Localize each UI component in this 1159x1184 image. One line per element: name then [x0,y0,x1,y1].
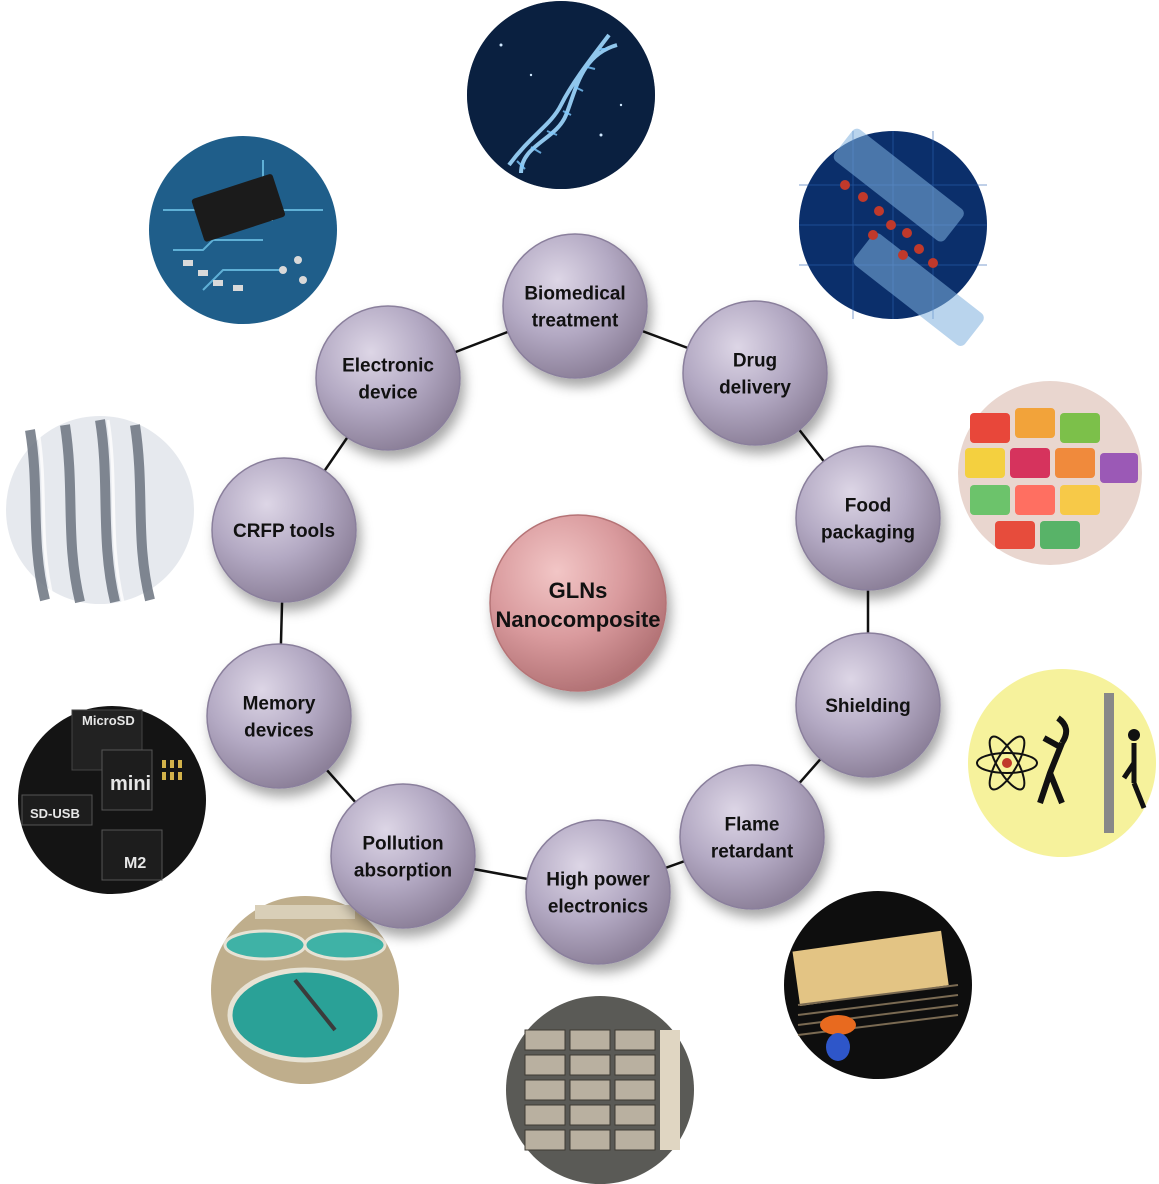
m2-label: M2 [124,855,146,872]
application-node-highpower: High power electronics [525,819,671,965]
application-label-flame-line1: Flame [725,815,780,836]
application-node-drug: Drug delivery [682,300,828,446]
application-node-crfp: CRFP tools [211,457,357,603]
drug-molecules-image [799,128,987,346]
application-label-pollution-line2: absorption [354,861,452,882]
application-node-circle [206,643,352,789]
application-label-electronic-line2: device [358,383,417,404]
dna-helix-image [467,1,655,189]
sdusb-label: SD-USB [30,806,80,821]
application-node-shielding: Shielding [795,632,941,778]
application-label-highpower-line1: High power [546,870,650,891]
server-rack-image [506,996,694,1184]
microsd-label: MicroSD [82,713,135,728]
application-label-crfp-line1: CRFP tools [233,521,335,542]
carbon-fiber-image [6,416,194,604]
application-label-drug-line1: Drug [733,351,777,372]
center-node [489,514,667,692]
application-label-biomedical-line2: treatment [532,311,619,332]
application-node-circle [795,445,941,591]
application-node-circle [211,457,357,603]
center-title-line2: Nanocomposite [495,607,660,632]
mini-label: mini [110,773,151,795]
application-label-flame-line2: retardant [711,842,794,863]
water-treatment-image [211,896,399,1084]
application-label-food-line1: Food [845,496,891,517]
application-label-pollution-line1: Pollution [362,834,443,855]
memory-card-image: MicroSD mini SD-USB M2 [18,706,206,894]
application-node-electronic: Electronic device [315,305,461,451]
application-label-highpower-line2: electronics [548,897,648,918]
packaged-produce-image [958,381,1142,565]
application-node-circle [795,632,941,778]
atom-shield-image [968,669,1156,857]
application-node-flame: Flame retardant [679,764,825,910]
circuit-board-image [149,136,337,324]
application-node-circle [682,300,828,446]
application-label-drug-line2: delivery [719,378,791,399]
application-node-circle [679,764,825,910]
application-node-pollution: Pollution absorption [330,783,476,929]
application-node-biomedical: Biomedical treatment [502,233,648,379]
application-label-biomedical-line1: Biomedical [524,284,625,305]
application-label-shielding-line1: Shielding [825,696,911,717]
application-node-memory: Memory devices [206,643,352,789]
application-node-food: Food packaging [795,445,941,591]
center-title-line1: GLNs [549,578,608,603]
application-node-circle [330,783,476,929]
application-node-circle [502,233,648,379]
application-label-food-line2: packaging [821,523,915,544]
burning-foam-image [784,891,972,1079]
application-label-memory-line1: Memory [243,694,316,715]
application-label-memory-line2: devices [244,721,314,742]
application-node-circle [315,305,461,451]
application-node-circle [525,819,671,965]
application-label-electronic-line1: Electronic [342,356,434,377]
